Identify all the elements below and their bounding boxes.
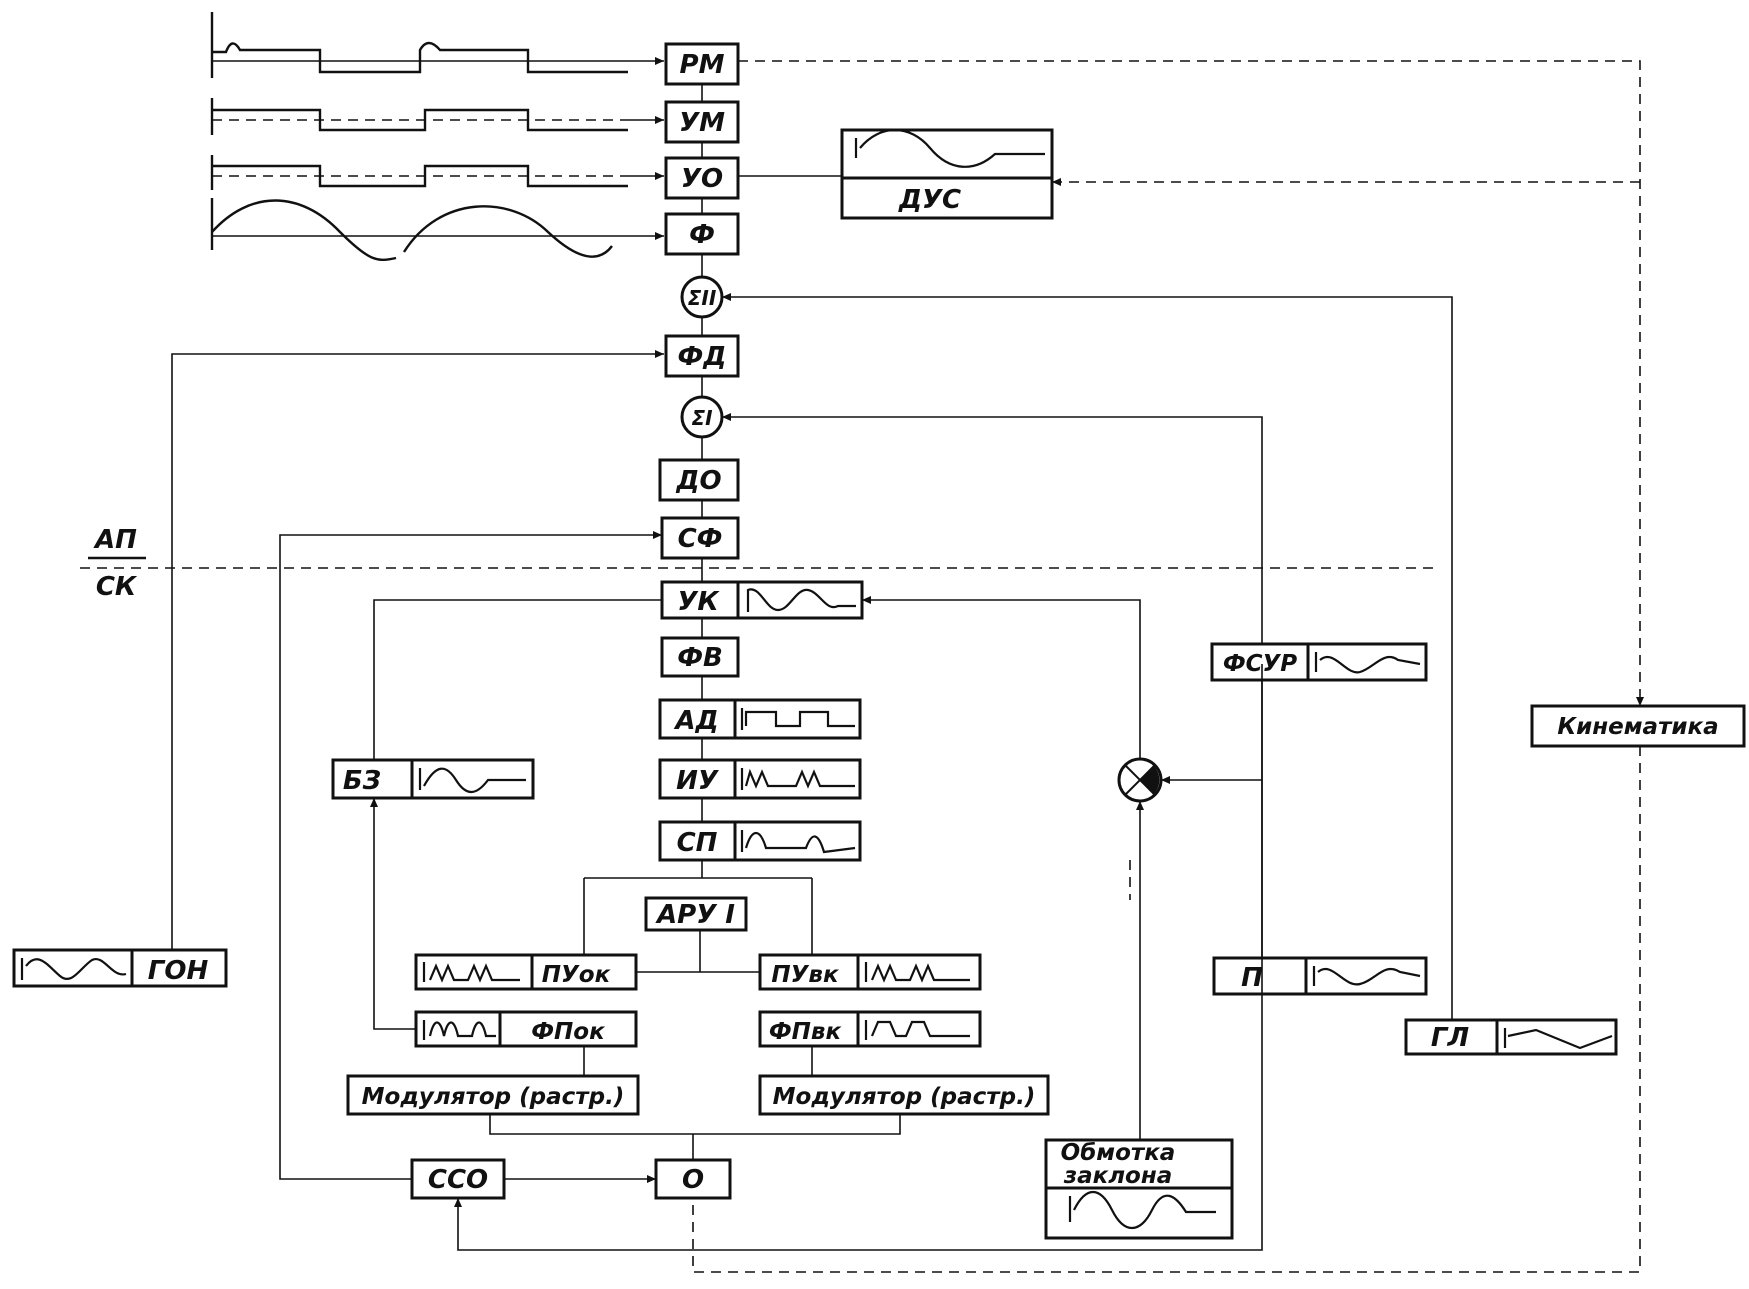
sf-label: СФ bbox=[678, 524, 723, 554]
sum1-node: ΣI bbox=[680, 395, 724, 439]
gl-block: ГЛ bbox=[1404, 1018, 1618, 1056]
fv-block: ФВ bbox=[660, 636, 740, 678]
p-label: П bbox=[1241, 963, 1263, 993]
connections bbox=[80, 60, 1641, 1273]
rm-block: РМ bbox=[664, 42, 740, 86]
modulator-right-block: Модулятор (растр.) bbox=[758, 1074, 1050, 1116]
sp-label: СП bbox=[677, 828, 718, 858]
obmotka-zaklona-block: Обмотка заклона bbox=[1044, 1138, 1234, 1240]
sp-block: СП bbox=[658, 820, 862, 862]
p-block: П bbox=[1212, 956, 1428, 996]
um-block: УМ bbox=[664, 100, 740, 144]
o-label: О bbox=[682, 1165, 704, 1195]
sum1-label: ΣI bbox=[691, 406, 713, 430]
pu-ok-block: ПУок bbox=[414, 953, 638, 991]
multiplier-node bbox=[1117, 757, 1163, 803]
modulator-left-block: Модулятор (растр.) bbox=[346, 1074, 640, 1116]
o-block: О bbox=[654, 1158, 732, 1200]
sf-block: СФ bbox=[660, 516, 740, 560]
fd-block: ФД bbox=[664, 334, 740, 378]
arrowheads bbox=[370, 57, 1644, 1207]
pu-vk-label: ПУвк bbox=[771, 962, 840, 988]
sk-label: СК bbox=[96, 572, 138, 602]
uo-block: УО bbox=[664, 156, 740, 200]
uo-label: УО bbox=[681, 164, 723, 194]
ad-label: АД bbox=[673, 706, 718, 736]
sum2-label: ΣII bbox=[688, 286, 717, 310]
gl-label: ГЛ bbox=[1431, 1023, 1470, 1053]
do-label: ДО bbox=[675, 466, 721, 496]
iu-block: ИУ bbox=[658, 758, 862, 800]
aru-block: АРУ I bbox=[644, 896, 748, 932]
obmotka-label-line1: Обмотка bbox=[1061, 1140, 1176, 1166]
gon-block: ГОН bbox=[12, 948, 228, 988]
um-waveform-plot bbox=[210, 98, 630, 135]
pu-vk-block: ПУвк bbox=[758, 953, 982, 991]
fsur-label: ФСУР bbox=[1223, 651, 1297, 677]
kinematika-block: Кинематика bbox=[1530, 704, 1746, 748]
fsur-block: ФСУР bbox=[1210, 642, 1428, 682]
iu-label: ИУ bbox=[676, 766, 720, 796]
bz-label: БЗ bbox=[343, 766, 381, 796]
dus-label: ДУС bbox=[898, 185, 961, 215]
fv-label: ФВ bbox=[677, 643, 723, 673]
um-label: УМ bbox=[679, 108, 725, 138]
pu-ok-label: ПУок bbox=[542, 962, 612, 988]
fp-vk-block: ФПвк bbox=[758, 1010, 982, 1048]
bz-block: БЗ bbox=[331, 758, 535, 800]
rm-label: РМ bbox=[680, 50, 725, 80]
sso-label: ССО bbox=[428, 1165, 488, 1195]
uk-label: УК bbox=[677, 587, 720, 617]
fd-label: ФД bbox=[678, 342, 727, 372]
rm-waveform-plot bbox=[210, 12, 630, 78]
fp-ok-block: ФПок bbox=[414, 1010, 638, 1048]
uo-waveform-plot bbox=[210, 155, 630, 190]
sso-block: ССО bbox=[410, 1158, 506, 1200]
do-block: ДО bbox=[658, 458, 740, 502]
sum2-node: ΣII bbox=[680, 275, 724, 319]
f-waveform-plot bbox=[210, 198, 630, 261]
gon-label: ГОН bbox=[148, 956, 209, 986]
f-label: Ф bbox=[689, 220, 715, 250]
uk-block: УК bbox=[660, 580, 864, 620]
modulator-left-label: Модулятор (растр.) bbox=[362, 1084, 625, 1110]
ad-block: АД bbox=[658, 698, 862, 740]
fp-ok-label: ФПок bbox=[531, 1019, 606, 1045]
fp-vk-label: ФПвк bbox=[769, 1019, 843, 1045]
f-block: Ф bbox=[664, 212, 740, 256]
kinematika-label: Кинематика bbox=[1557, 714, 1718, 740]
modulator-right-label: Модулятор (растр.) bbox=[773, 1084, 1036, 1110]
aru-label: АРУ I bbox=[655, 900, 735, 930]
obmotka-label-line2: заклона bbox=[1063, 1163, 1173, 1189]
ap-label: АП bbox=[93, 525, 137, 555]
boundary-labels: АП СК bbox=[88, 525, 146, 602]
dus-block: ДУС bbox=[840, 128, 1054, 220]
